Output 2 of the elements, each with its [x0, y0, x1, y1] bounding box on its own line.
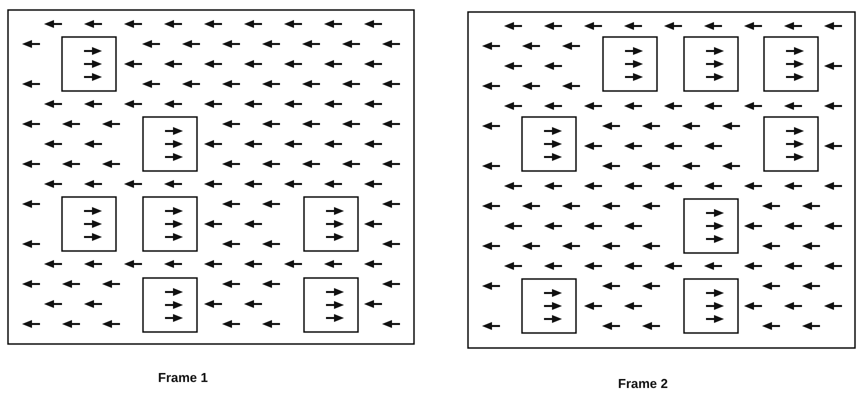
- frame-caption: Frame 1: [158, 370, 208, 385]
- frame-caption: Frame 2: [618, 376, 668, 391]
